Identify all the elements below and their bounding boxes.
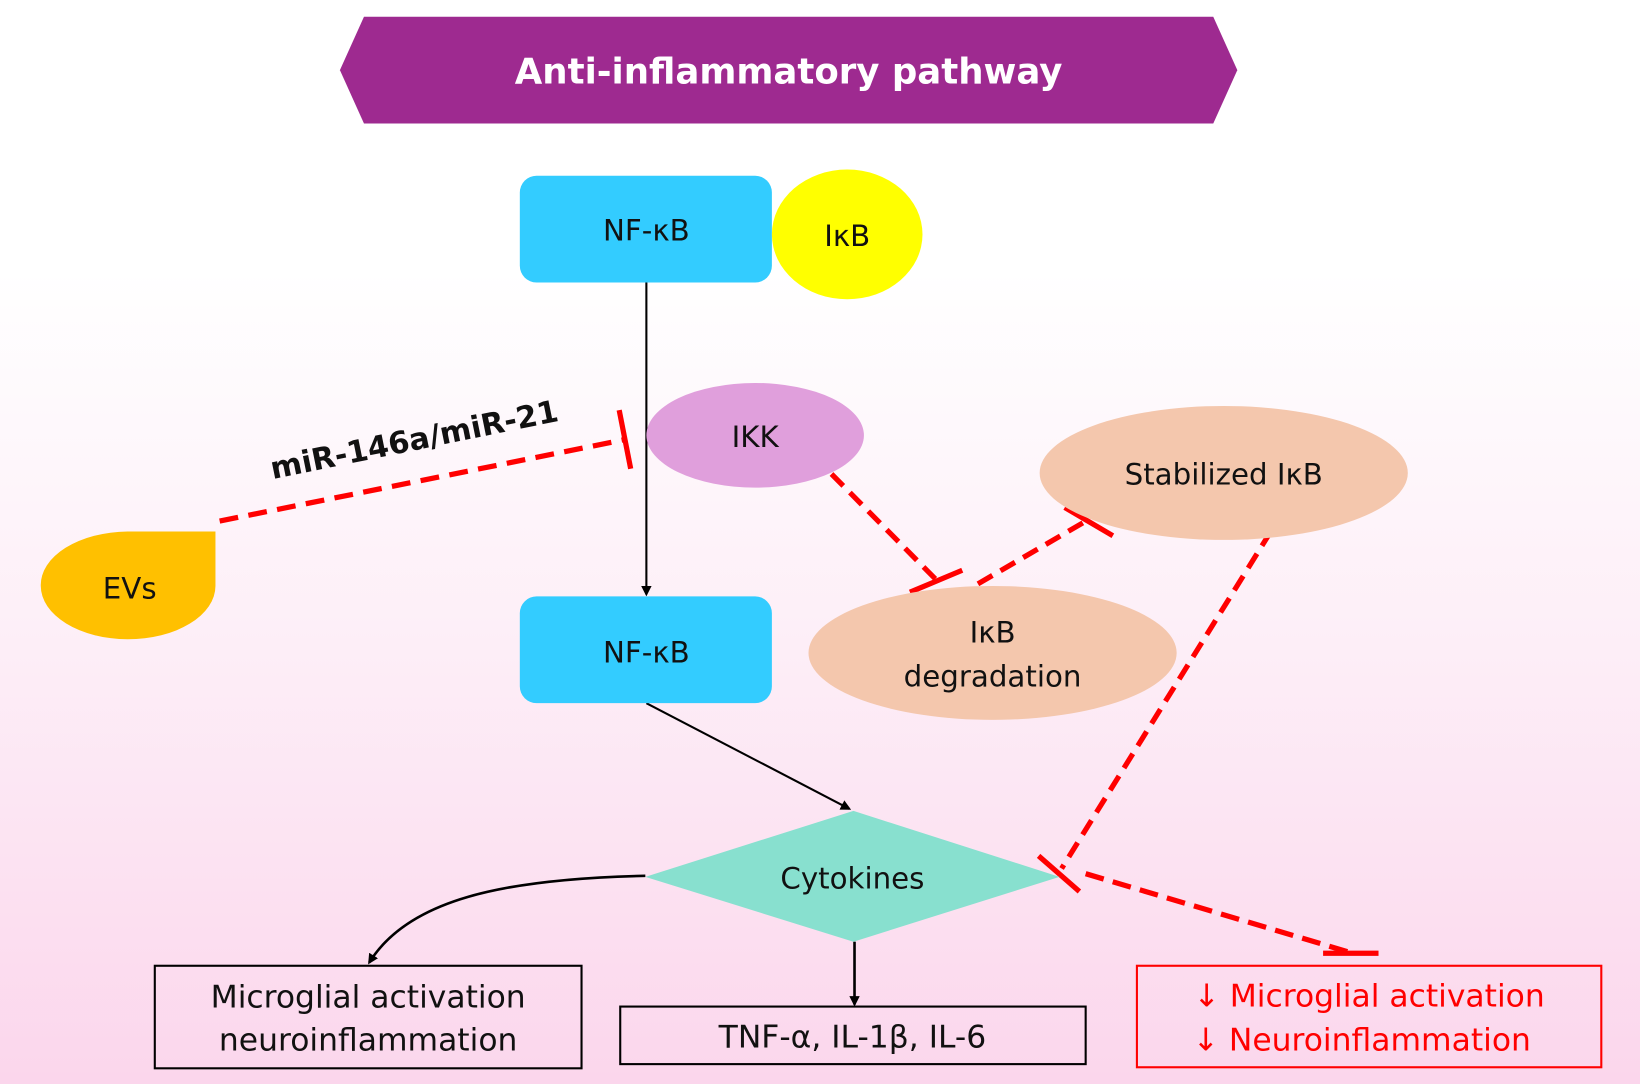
node-cytokines-shape — [645, 810, 1060, 942]
inhibition-line — [976, 517, 1090, 587]
inhibition-bar — [908, 567, 964, 595]
node-ikb-degradation-label-1: IκB — [970, 615, 1016, 649]
node-nfkb-top — [519, 175, 772, 283]
node-ikb-degradation-label-2: degradation — [904, 659, 1082, 693]
node-ikk: IKK — [646, 382, 864, 488]
inhibition-degradation-stabilized — [976, 505, 1115, 587]
inhibition-bar — [1063, 505, 1115, 538]
outcome-reduced-line-2: ↓ Neuroinflammation — [1193, 1023, 1531, 1059]
node-ikb-bound — [771, 169, 923, 300]
title-banner: Anti-inflammatory pathway — [339, 16, 1238, 124]
node-nfkb-bottom: NF-κB — [519, 596, 772, 704]
inhibition-line — [1084, 871, 1350, 955]
node-stabilized-ikb-shape — [1039, 405, 1408, 540]
outcome-reduced-inflammation: ↓ Microglial activation ↓ Neuroinflammat… — [1135, 964, 1603, 1069]
node-ikk-label: IKK — [732, 420, 780, 454]
outcome-cytokine-list-label: TNF-α, IL-1β, IL-6 — [718, 1019, 986, 1055]
node-stabilized-ikb-label: Stabilized IκB — [1125, 457, 1323, 491]
node-nfkb-bottom-label: NF-κB — [603, 635, 690, 669]
inhibition-bar — [1036, 853, 1082, 894]
node-nfkb-top-label: NF-κB — [603, 214, 690, 248]
node-ikk-shape — [646, 382, 864, 488]
inhibition-line — [219, 436, 626, 524]
outcome-cytokine-list-box — [619, 1005, 1087, 1066]
outcome-reduced-line-1: ↓ Microglial activation — [1193, 979, 1544, 1015]
inhibition-cytokines-outcome — [1084, 871, 1379, 956]
node-evs-shape — [40, 531, 216, 640]
outcome-reduced-box — [1135, 964, 1603, 1069]
node-nfkb-bottom-shape — [519, 596, 772, 704]
node-ikb-degradation-shape — [808, 585, 1177, 720]
node-ikb-bound-label: IκB — [824, 219, 870, 253]
inhibition-ikk-degradation — [829, 472, 964, 595]
node-cytokines-label: Cytokines — [780, 861, 924, 895]
outcome-pro-inflammatory: Microglial activation neuroinflammation — [153, 964, 583, 1070]
activation-arrow-nfkb-cytokines — [645, 702, 852, 810]
page-title: Anti-inflammatory pathway — [515, 52, 1063, 93]
node-evs-label: EVs — [103, 571, 157, 605]
activation-arrow-cytokines-microglia — [368, 874, 646, 965]
inhibition-evs-ikk — [219, 409, 634, 524]
node-stabilized-ikb: Stabilized IκB — [1039, 405, 1408, 540]
inhibition-line — [1059, 530, 1274, 870]
inhibition-bar — [616, 409, 634, 470]
title-banner-shape — [339, 16, 1238, 124]
node-evs: EVs — [40, 531, 216, 640]
outcome-cytokine-list: TNF-α, IL-1β, IL-6 — [619, 1005, 1087, 1066]
outcome-pro-inflammatory-line-1: Microglial activation — [211, 980, 526, 1016]
inhibition-stabilized-cytokines — [1036, 530, 1274, 894]
node-ikb-degradation: IκB degradation — [808, 585, 1177, 720]
node-cytokines: Cytokines — [645, 810, 1060, 942]
node-nfkb-ikb-complex: NF-κB IκB — [519, 169, 923, 300]
outcome-pro-inflammatory-line-2: neuroinflammation — [219, 1023, 517, 1059]
outcome-pro-inflammatory-box — [153, 964, 583, 1070]
